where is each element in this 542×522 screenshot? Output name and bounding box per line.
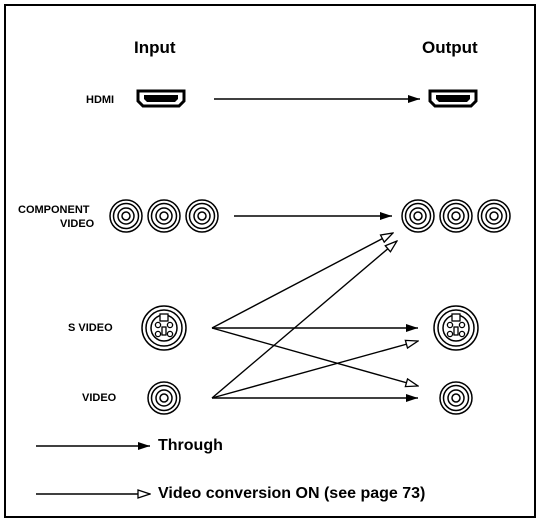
- input-header: Input: [134, 38, 176, 57]
- svideo-input-connector: [141, 305, 187, 351]
- component-label-line1: COMPONENT: [18, 204, 90, 216]
- svideo-to-video-conversion: [211, 327, 418, 386]
- component-input-jack-1: [109, 199, 143, 233]
- video-label: VIDEO: [82, 392, 117, 404]
- component-output-jack-1: [401, 199, 435, 233]
- legend-conversion-label: Video conversion ON (see page 73): [158, 485, 426, 502]
- component-input-jack-2: [147, 199, 181, 233]
- svideo-connectors: [141, 305, 479, 351]
- svideo-label: S VIDEO: [68, 322, 113, 334]
- component-input-jack-3: [185, 199, 219, 233]
- rca-jacks: [109, 199, 511, 415]
- output-header: Output: [422, 38, 478, 57]
- hdmi-label: HDMI: [86, 94, 115, 106]
- component-label-line2: VIDEO: [60, 218, 95, 230]
- svideo-output-connector: [433, 305, 479, 351]
- video-output-jack: [439, 381, 473, 415]
- svideo-to-component-conversion: [211, 233, 393, 329]
- hdmi-output-connector: [428, 89, 478, 108]
- video-to-svideo-conversion: [211, 341, 418, 399]
- video-input-jack: [147, 381, 181, 415]
- legend-through-label: Through: [158, 437, 223, 454]
- video-to-component-conversion: [211, 241, 397, 399]
- component-output-jack-3: [477, 199, 511, 233]
- hdmi-input-connector: [136, 89, 186, 108]
- component-output-jack-2: [439, 199, 473, 233]
